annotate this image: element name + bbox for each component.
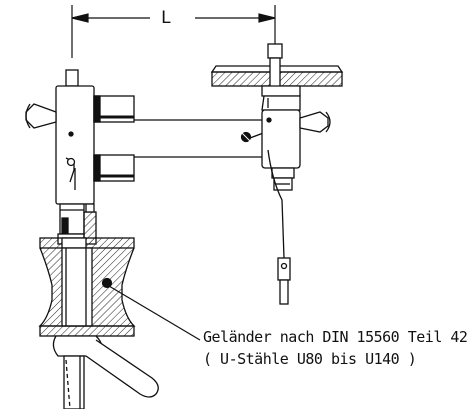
- left-clamp-post: [25, 69, 266, 205]
- callout: [101, 277, 201, 341]
- dimension-line: [71, 5, 276, 58]
- dimension-label: L: [161, 8, 172, 28]
- right-clamp-head: [210, 43, 344, 305]
- flange-hub: [38, 237, 136, 337]
- annotation-line-1: Geländer nach DIN 15560 Teil 42: [203, 328, 467, 346]
- lower-tube: [52, 335, 159, 409]
- annotation-line-2: ( U-Stähle U80 bis U140 ): [203, 350, 417, 368]
- arm-connector: [239, 130, 267, 144]
